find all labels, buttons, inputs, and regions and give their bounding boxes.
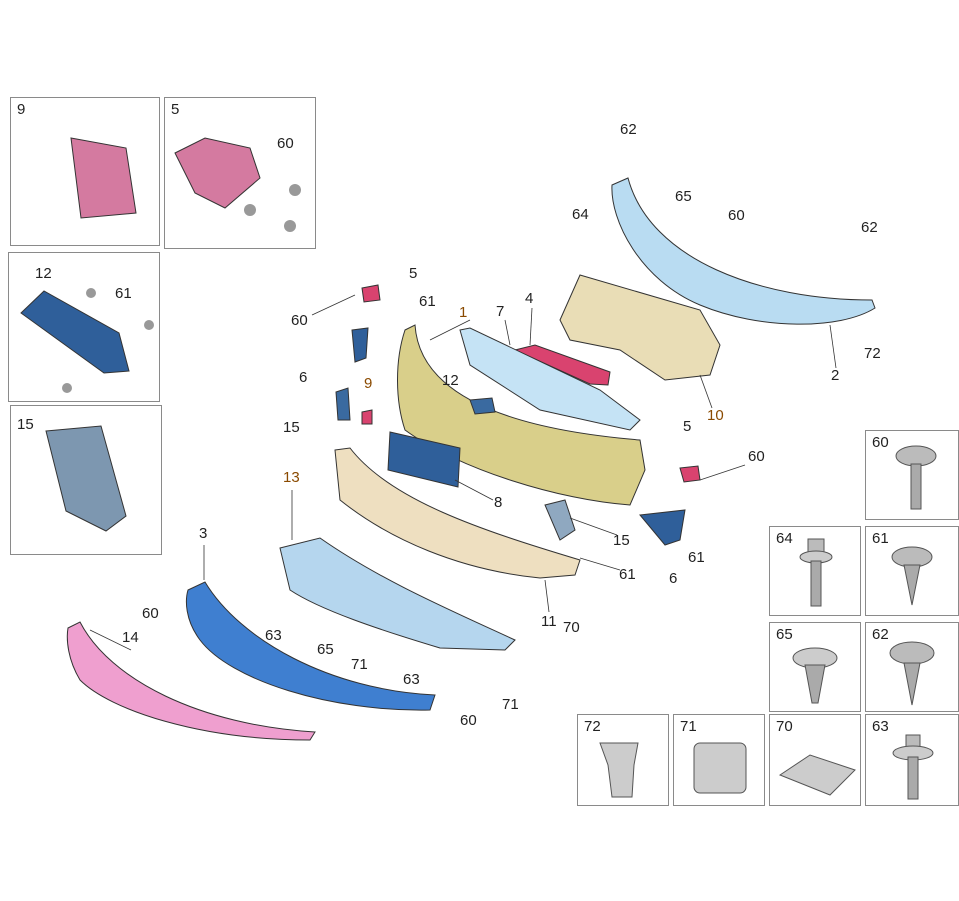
callout: 6 [299, 369, 308, 386]
part-12-image [20, 288, 154, 393]
part-6-bracket-left [351, 327, 369, 363]
part-12-small [469, 397, 496, 415]
callout: 2 [831, 367, 840, 384]
speed-nut-icon [778, 754, 856, 796]
callout: 7 [496, 303, 505, 320]
callout: 11 [541, 613, 557, 630]
part-4-bracket [513, 344, 611, 386]
callout: 5 [683, 418, 692, 435]
inset-box-15: 15 [10, 405, 162, 555]
hardware-box-60: 60 [865, 430, 959, 520]
callout: 12 [442, 372, 459, 389]
nut-icon [599, 742, 639, 798]
part-5-image [174, 137, 301, 232]
inset-label: 9 [17, 101, 26, 118]
callout: 60 [748, 448, 765, 465]
bolt-icon [799, 538, 833, 607]
inset-label: 5 [171, 101, 180, 118]
hardware-box-72: 72 [577, 714, 669, 806]
hardware-label: 70 [776, 718, 793, 735]
part-5-right [679, 465, 701, 483]
callout: 62 [861, 219, 878, 236]
inset-box-9: 9 [10, 97, 160, 246]
part-15-image [45, 425, 127, 532]
part-2-upper-trim [611, 177, 876, 325]
part-8-license-plate [387, 431, 461, 488]
hardware-label: 62 [872, 626, 889, 643]
inset-label: 12 [35, 265, 52, 282]
inset-box-5: 5 60 [164, 97, 316, 249]
callout: 60 [142, 605, 159, 622]
callout: 15 [283, 419, 300, 436]
callout: 13 [283, 469, 300, 486]
callout: 1 [459, 304, 468, 321]
callout: 3 [199, 525, 208, 542]
hardware-label: 65 [776, 626, 793, 643]
callout: 9 [364, 375, 373, 392]
callout: 60 [728, 207, 745, 224]
clip-icon [792, 647, 838, 704]
callout: 61 [688, 549, 705, 566]
callout: 65 [317, 641, 334, 658]
callout: 63 [265, 627, 282, 644]
screw-icon [895, 445, 937, 510]
inset-box-12: 12 61 [8, 252, 160, 402]
hardware-label: 71 [680, 718, 697, 735]
callout: 63 [403, 671, 420, 688]
callout: 14 [122, 629, 139, 646]
screw-icon [889, 641, 935, 706]
callout: 60 [291, 312, 308, 329]
hardware-label: 64 [776, 530, 793, 547]
hardware-box-70: 70 [769, 714, 861, 806]
callout: 70 [563, 619, 580, 636]
hardware-box-62: 62 [865, 622, 959, 712]
hardware-box-61: 61 [865, 526, 959, 616]
part-13-underbody-panel [279, 537, 516, 651]
screw-icon [891, 546, 933, 606]
inset-label: 60 [277, 135, 294, 152]
part-11-lower-grille [334, 447, 581, 579]
bolt-icon [892, 734, 934, 800]
callout: 65 [675, 188, 692, 205]
part-6-bracket-right [639, 509, 686, 546]
part-5-small [361, 284, 381, 303]
callout: 62 [620, 121, 637, 138]
part-14-lip [66, 621, 316, 741]
hardware-label: 63 [872, 718, 889, 735]
part-10-carrier [559, 274, 721, 381]
hardware-label: 72 [584, 718, 601, 735]
callout: 71 [502, 696, 519, 713]
clip-nut-icon [693, 742, 747, 794]
callout: 61 [619, 566, 636, 583]
callout: 64 [572, 206, 589, 223]
hardware-box-63: 63 [865, 714, 959, 806]
callout: 4 [525, 290, 534, 307]
callout: 6 [669, 570, 678, 587]
part-3-lower-spoiler [186, 581, 436, 711]
hardware-box-64: 64 [769, 526, 861, 616]
callout: 60 [460, 712, 477, 729]
inset-label: 61 [115, 285, 132, 302]
hardware-label: 60 [872, 434, 889, 451]
callout: 8 [494, 494, 503, 511]
part-9-small [361, 409, 373, 425]
part-15-cover-left [335, 387, 351, 421]
part-9-image [70, 137, 137, 219]
inset-label: 15 [17, 416, 34, 433]
hardware-label: 61 [872, 530, 889, 547]
hardware-box-71: 71 [673, 714, 765, 806]
part-7-absorber [459, 327, 641, 431]
callout: 10 [707, 407, 724, 424]
callout: 15 [613, 532, 630, 549]
part-15-cover-right [544, 499, 576, 541]
callout: 5 [409, 265, 418, 282]
callout: 71 [351, 656, 368, 673]
callout: 72 [864, 345, 881, 362]
hardware-box-65: 65 [769, 622, 861, 712]
callout: 61 [419, 293, 436, 310]
